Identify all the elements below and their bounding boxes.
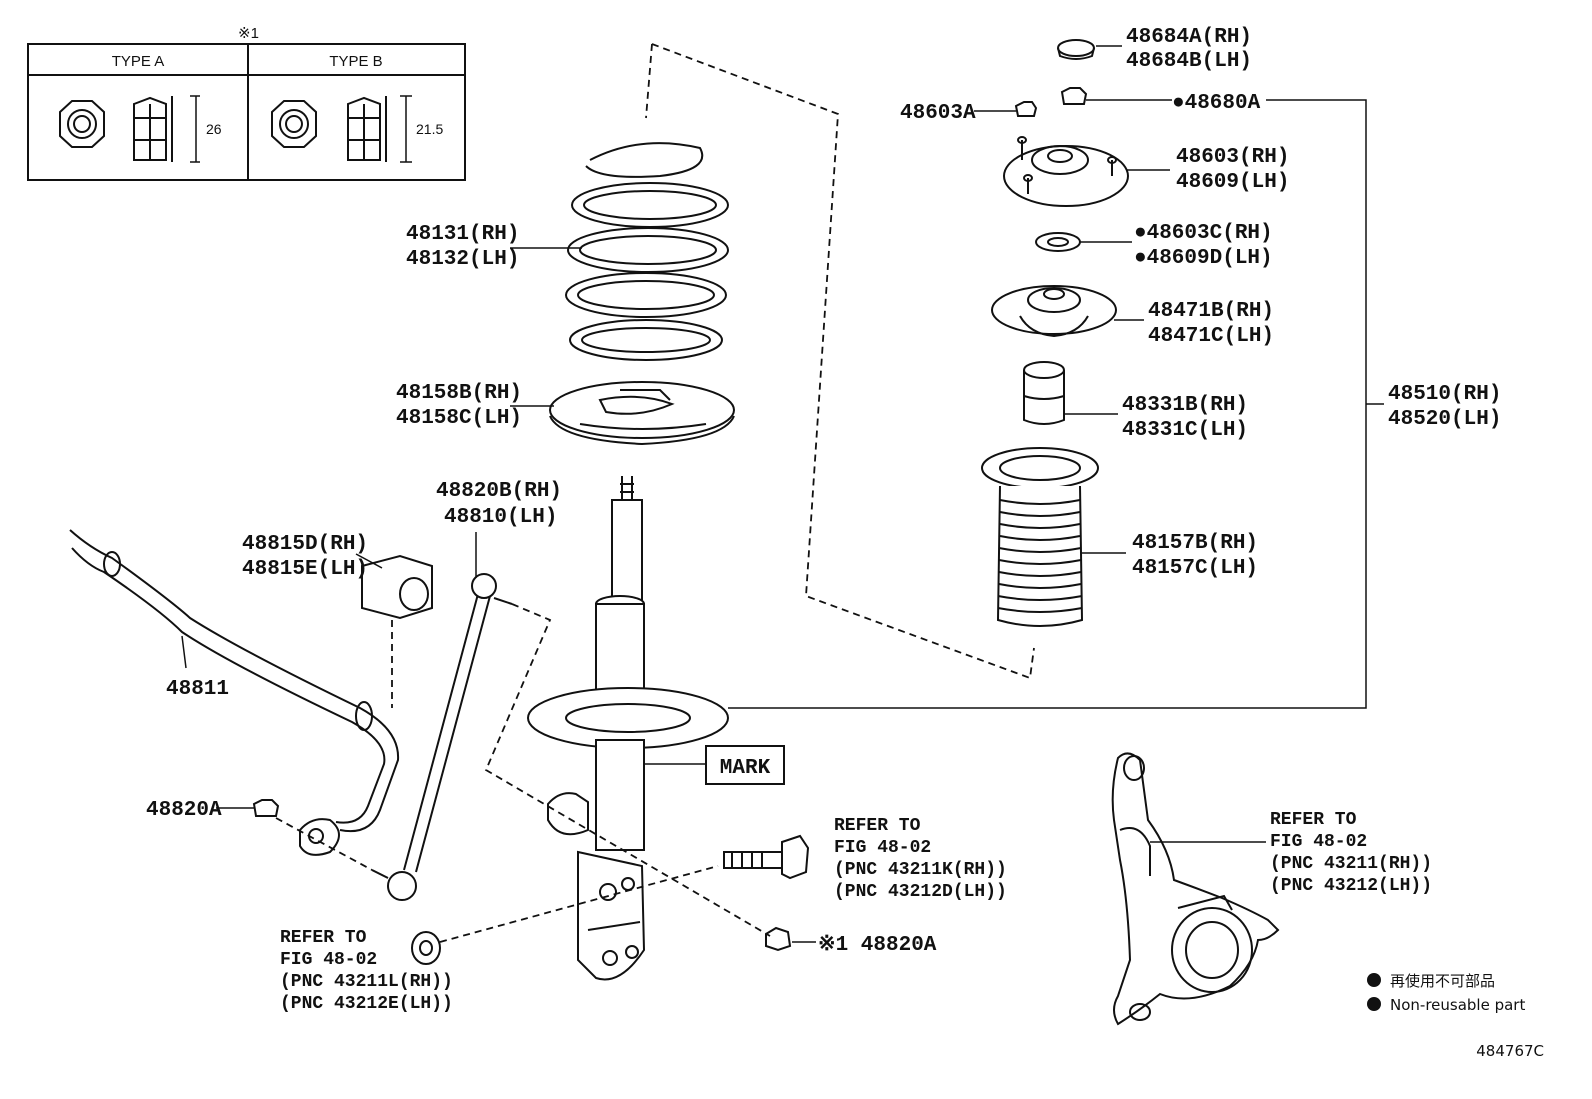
ref-bolt-line-2: FIG 48-02 <box>834 838 931 858</box>
part-label-48158b: 48158B(RH) <box>396 382 522 405</box>
ref-knuckle-line-4: (PNC 43212(LH)) <box>1270 876 1432 896</box>
stabilizer-link <box>371 573 513 901</box>
diagram-id: 484767C <box>1476 1042 1544 1060</box>
ref-knuckle-line-1: REFER TO <box>1270 810 1357 830</box>
assembly-dashed-outline <box>645 43 1035 680</box>
part-label-48609: 48609(LH) <box>1176 171 1289 194</box>
part-label-48331b: 48331B(RH) <box>1122 394 1248 417</box>
part-label-48131: 48131(RH) <box>406 223 519 246</box>
part-label-48811: 48811 <box>166 678 229 701</box>
strut-bolt <box>723 834 810 880</box>
type-b-dimension: 21.5 <box>416 121 443 137</box>
mark-box <box>705 745 785 785</box>
inset-note-mark: ※1 <box>238 25 259 42</box>
type-b-header: TYPE B <box>329 53 382 70</box>
stabilizer-bushing <box>361 554 433 620</box>
part-label-48471b: 48471B(RH) <box>1148 300 1274 323</box>
part-label-48820a-right: ※1 48820A <box>818 933 937 957</box>
part-label-48684a: 48684A(RH) <box>1126 26 1252 49</box>
part-label-48820a-left: 48820A <box>146 799 222 822</box>
part-label-48810: 48810(LH) <box>444 506 557 529</box>
part-label-48603: 48603(RH) <box>1176 146 1289 169</box>
part-label-48609d: ●48609D(LH) <box>1134 247 1273 270</box>
ref-nut-line-4: (PNC 43212E(LH)) <box>280 994 453 1014</box>
ref-knuckle-line-2: FIG 48-02 <box>1270 832 1367 852</box>
part-label-48520: 48520(LH) <box>1388 408 1501 431</box>
ref-nut-line-1: REFER TO <box>280 928 367 948</box>
leader-lines <box>181 45 1384 943</box>
reference-note-knuckle: REFER TO FIG 48-02 (PNC 43211(RH)) (PNC … <box>1270 810 1432 896</box>
part-label-48684b: 48684B(LH) <box>1126 50 1252 73</box>
reference-note-nut: REFER TO FIG 48-02 (PNC 43211L(RH)) (PNC… <box>280 928 453 1014</box>
part-label-48510: 48510(RH) <box>1388 383 1501 406</box>
spring-insulator <box>549 381 735 446</box>
part-labels: 48684A(RH) 48684B(LH) 48603A ●48680A 486… <box>146 26 1501 957</box>
part-label-48132: 48132(LH) <box>406 248 519 271</box>
support-mount <box>1003 136 1129 207</box>
ref-nut-line-3: (PNC 43211L(RH)) <box>280 972 453 992</box>
nut-type-inset: ※1 TYPE A TYPE B 26 <box>27 25 466 181</box>
reference-note-bolt: REFER TO FIG 48-02 (PNC 43211K(RH)) (PNC… <box>834 816 1007 902</box>
alignment-dash-lines <box>275 603 771 943</box>
small-nut-48603a <box>1014 101 1038 117</box>
type-a-dimension: 26 <box>206 121 222 137</box>
type-a-nut-icon: 26 <box>59 95 222 163</box>
ref-nut-line-2: FIG 48-02 <box>280 950 377 970</box>
type-a-header: TYPE A <box>112 53 165 70</box>
legend-japanese: 再使用不可部品 <box>1390 972 1495 990</box>
steering-knuckle <box>1111 752 1280 1026</box>
part-label-48820b: 48820B(RH) <box>436 480 562 503</box>
ref-bolt-line-3: (PNC 43211K(RH)) <box>834 860 1007 880</box>
washer <box>1035 232 1081 252</box>
part-label-48603c: ●48603C(RH) <box>1134 222 1273 245</box>
part-label-48603a: 48603A <box>900 102 976 125</box>
part-label-48157c: 48157C(LH) <box>1132 557 1258 580</box>
part-label-48471c: 48471C(LH) <box>1148 325 1274 348</box>
bump-stopper <box>1023 361 1065 425</box>
bearing-seat <box>991 285 1117 338</box>
part-label-48815d: 48815D(RH) <box>242 533 368 556</box>
mark-label: MARK <box>720 757 771 780</box>
legend-english: Non-reusable part <box>1390 996 1525 1014</box>
part-label-48815e: 48815E(LH) <box>242 558 368 581</box>
part-label-48680a: ●48680A <box>1172 92 1261 115</box>
non-reusable-bullet-icon <box>1367 973 1381 987</box>
part-label-48331c: 48331C(LH) <box>1122 419 1248 442</box>
part-label-48157b: 48157B(RH) <box>1132 532 1258 555</box>
upper-nut <box>1060 87 1088 105</box>
ref-knuckle-line-3: (PNC 43211(RH)) <box>1270 854 1432 874</box>
strut-shock-absorber <box>527 476 729 981</box>
ref-bolt-line-1: REFER TO <box>834 816 921 836</box>
dust-boot <box>981 447 1099 627</box>
dust-cap <box>1057 39 1095 60</box>
legend: 再使用不可部品 Non-reusable part <box>1367 972 1525 1014</box>
strut-nut-right <box>765 926 792 952</box>
strut-nut-left <box>411 931 441 965</box>
ref-bolt-line-4: (PNC 43212D(LH)) <box>834 882 1007 902</box>
coil-spring <box>565 142 729 361</box>
type-b-nut-icon: 21.5 <box>271 95 443 163</box>
stabilizer-link-nut <box>252 799 280 817</box>
part-label-48158c: 48158C(LH) <box>396 407 522 430</box>
non-reusable-bullet-icon <box>1367 997 1381 1011</box>
